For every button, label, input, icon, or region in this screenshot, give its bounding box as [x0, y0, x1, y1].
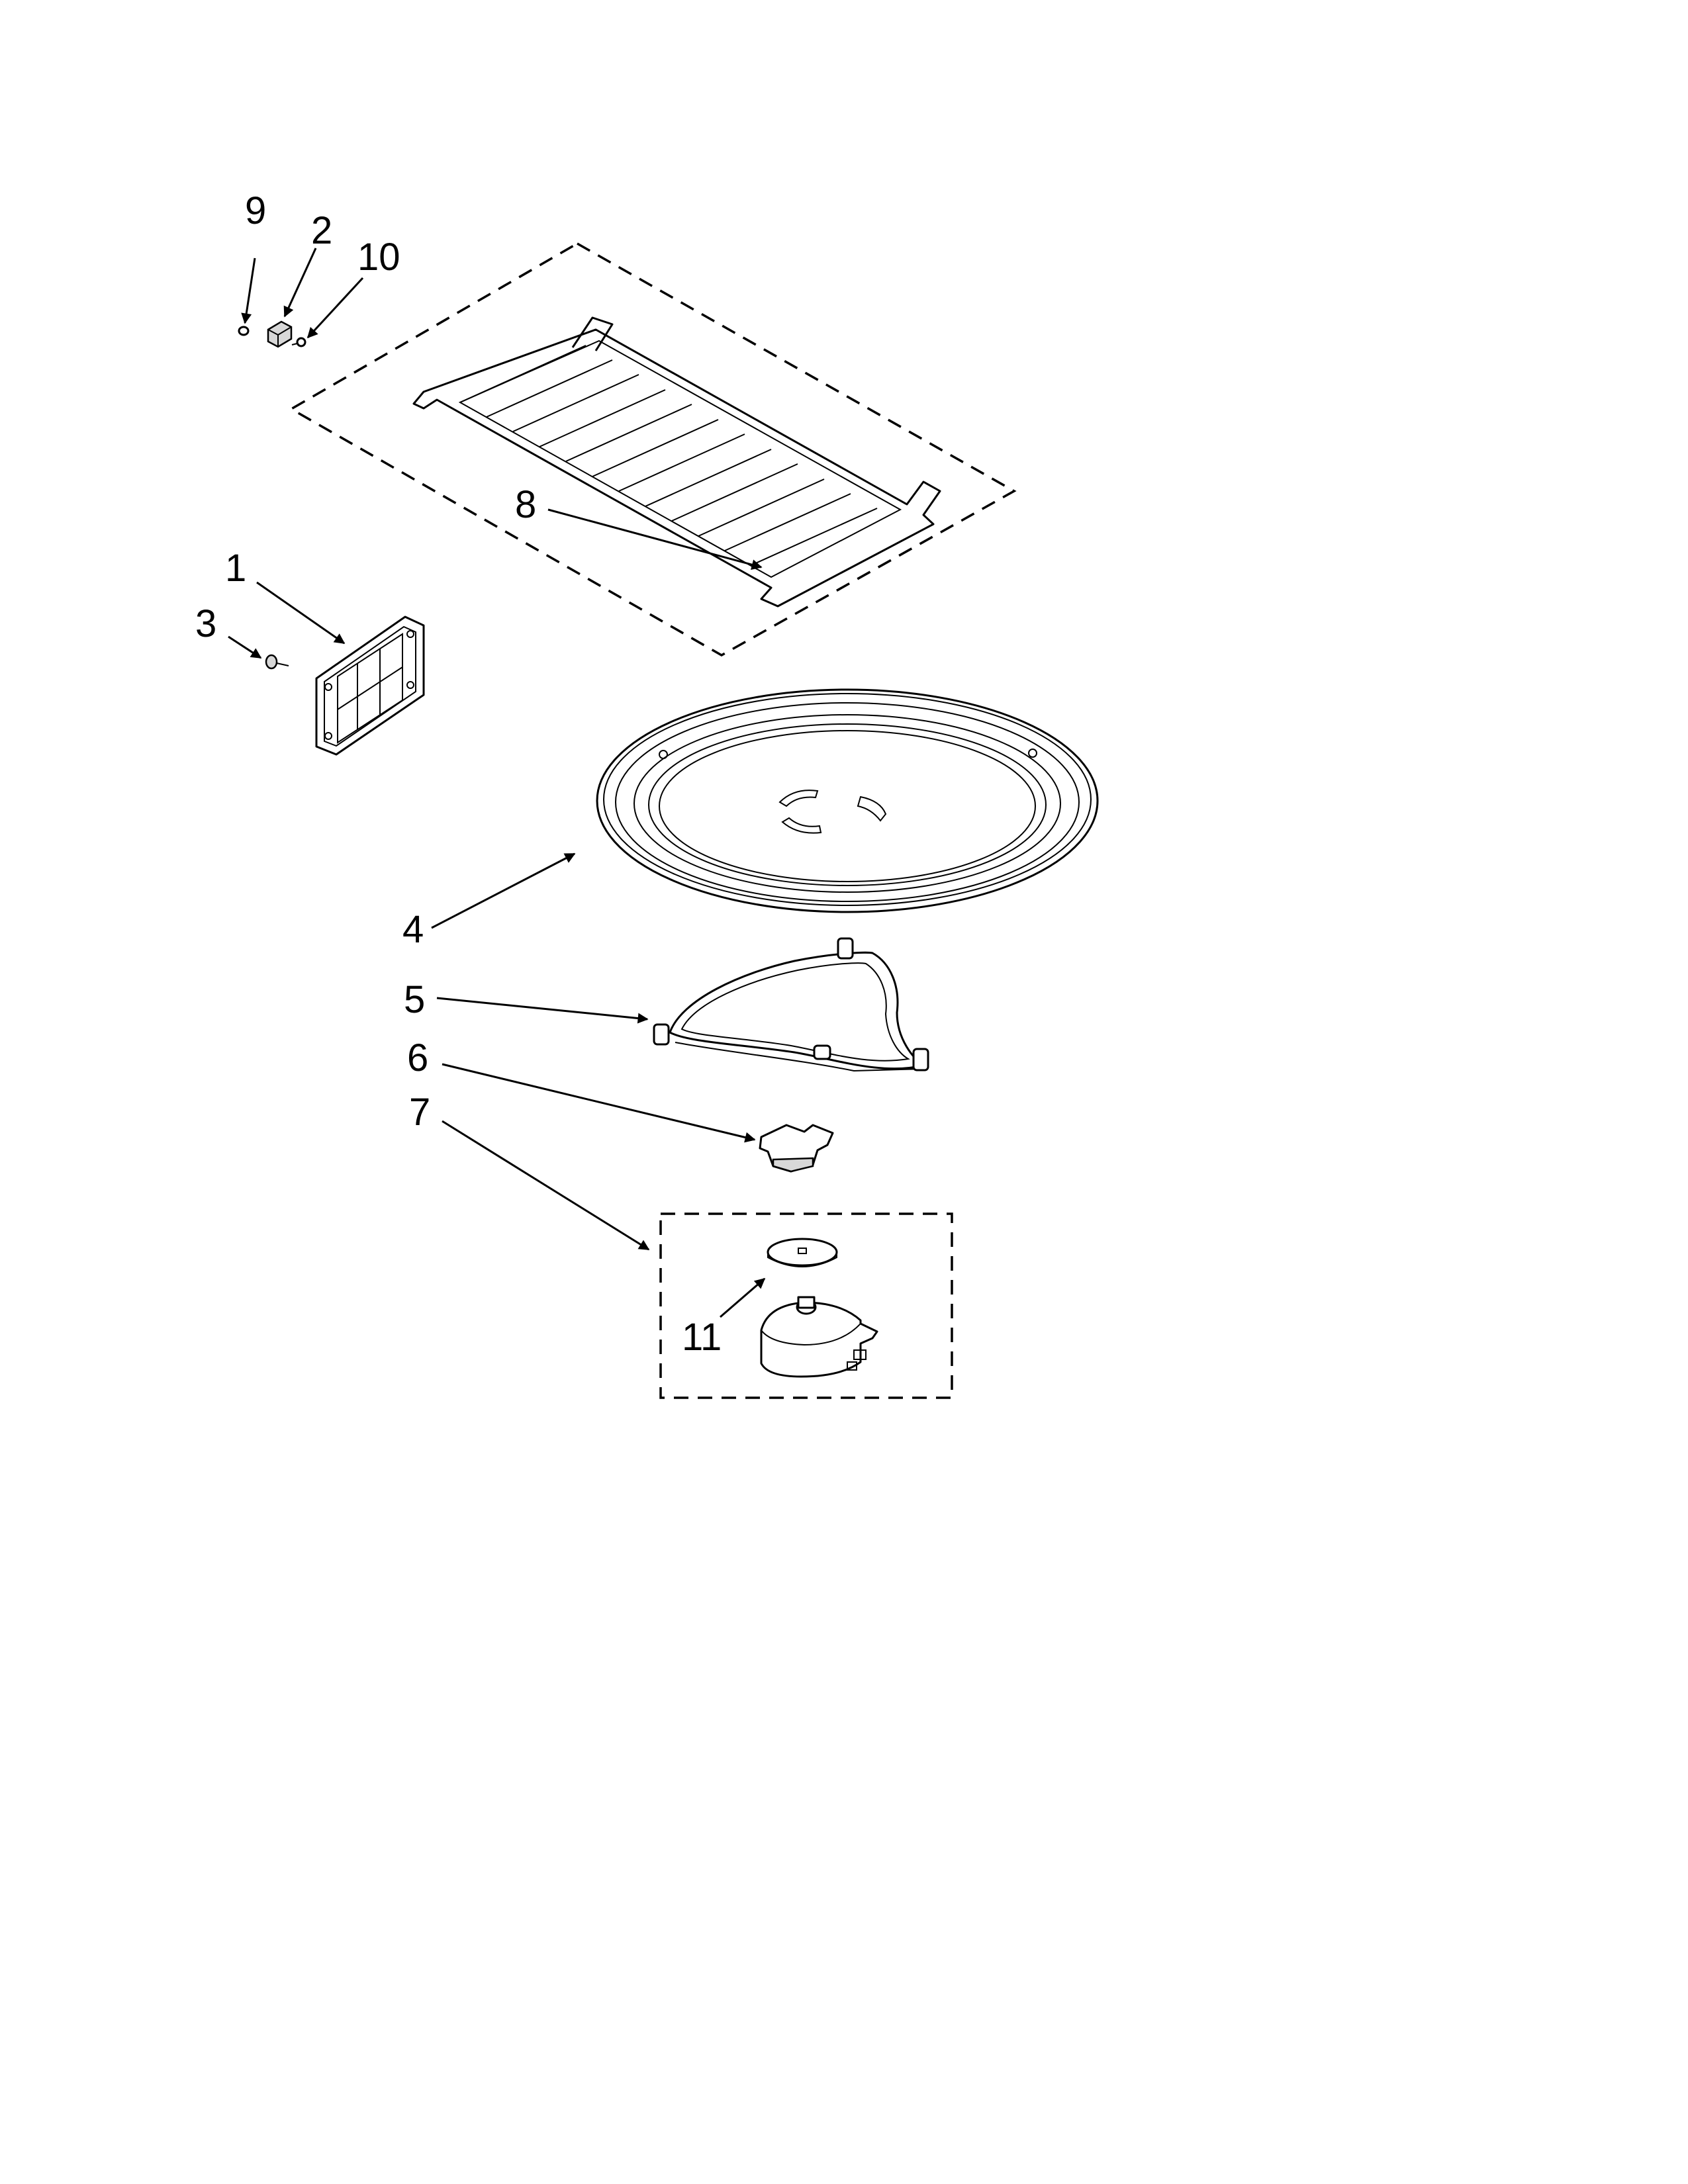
coupling-disc-part-11 — [767, 1238, 838, 1267]
turntable-tray-part-4 — [596, 688, 1099, 913]
roller-wheel — [813, 1044, 831, 1060]
nut-part-9 — [238, 326, 250, 336]
roller-wheel — [837, 937, 854, 960]
callout-9: 9 — [245, 189, 266, 232]
callout-6: 6 — [407, 1036, 428, 1079]
wire-rack — [412, 316, 941, 608]
callout-8: 8 — [515, 483, 536, 526]
callout-10: 10 — [357, 236, 400, 279]
turntable-motor — [760, 1296, 878, 1378]
roller-ring-part-5 — [653, 937, 929, 1072]
leader-lines — [228, 248, 766, 1318]
callout-7: 7 — [409, 1091, 430, 1134]
rack-kit-dashed-outline — [289, 242, 1017, 657]
screw-part-10 — [291, 337, 306, 347]
callout-4: 4 — [402, 908, 424, 951]
callout-1: 1 — [225, 547, 246, 590]
callout-5: 5 — [404, 978, 425, 1021]
roller-wheel — [653, 1023, 670, 1046]
callout-11: 11 — [682, 1316, 722, 1359]
coupler-part-6 — [759, 1124, 834, 1173]
callout-2: 2 — [311, 209, 332, 252]
callout-3: 3 — [195, 602, 216, 645]
bracket-part-2 — [267, 320, 293, 348]
roller-wheel — [912, 1048, 929, 1071]
motor-kit-dashed-outline — [659, 1212, 953, 1399]
filter-part-1 — [315, 615, 425, 756]
screw-part-3 — [265, 654, 289, 670]
